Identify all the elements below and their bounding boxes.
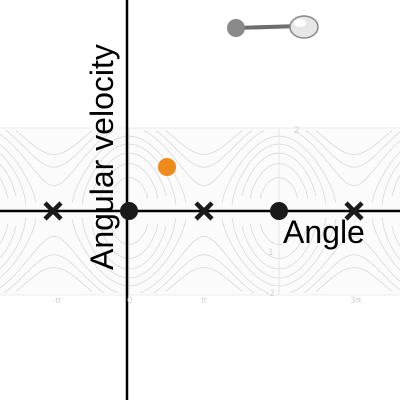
x-axis-label: Angle xyxy=(283,214,365,250)
streamline xyxy=(109,177,299,199)
unstable-equilibrium-marker[interactable] xyxy=(194,201,214,221)
background-tick-label: 2 xyxy=(294,126,300,136)
streamline xyxy=(0,135,400,203)
background-tick-label: -π xyxy=(52,296,61,306)
pendulum-pivot-icon[interactable] xyxy=(227,19,245,37)
streamline xyxy=(0,235,400,294)
stable-equilibrium-marker[interactable] xyxy=(120,202,138,220)
streamline xyxy=(3,254,400,294)
background-tick-label: 0 xyxy=(127,296,133,306)
streamline xyxy=(0,217,400,279)
background-tick-label: π xyxy=(201,296,207,306)
streamline xyxy=(0,152,400,197)
streamline xyxy=(0,130,400,187)
pendulum-bob-highlight xyxy=(294,19,306,27)
pendulum-illustration xyxy=(227,15,319,39)
background-tick-label: 3π xyxy=(350,296,362,306)
stable-equilibrium-marker[interactable] xyxy=(270,202,288,220)
streamline xyxy=(0,225,400,270)
streamlines xyxy=(0,130,400,294)
streamline xyxy=(109,223,299,245)
state-point[interactable] xyxy=(158,158,176,176)
background-tick-label: -2 xyxy=(266,289,275,299)
background-tick-label: 1 xyxy=(268,248,274,258)
y-axis-label: Angular velocity xyxy=(84,44,120,270)
pendulum-bob-icon[interactable] xyxy=(289,15,319,39)
streamline xyxy=(15,267,393,292)
streamline xyxy=(0,143,400,205)
streamline xyxy=(5,130,400,168)
streamline xyxy=(15,130,393,155)
equilibria xyxy=(43,201,364,221)
unstable-equilibrium-marker[interactable] xyxy=(344,201,364,221)
streamline xyxy=(0,219,400,287)
unstable-equilibrium-marker[interactable] xyxy=(43,201,63,221)
